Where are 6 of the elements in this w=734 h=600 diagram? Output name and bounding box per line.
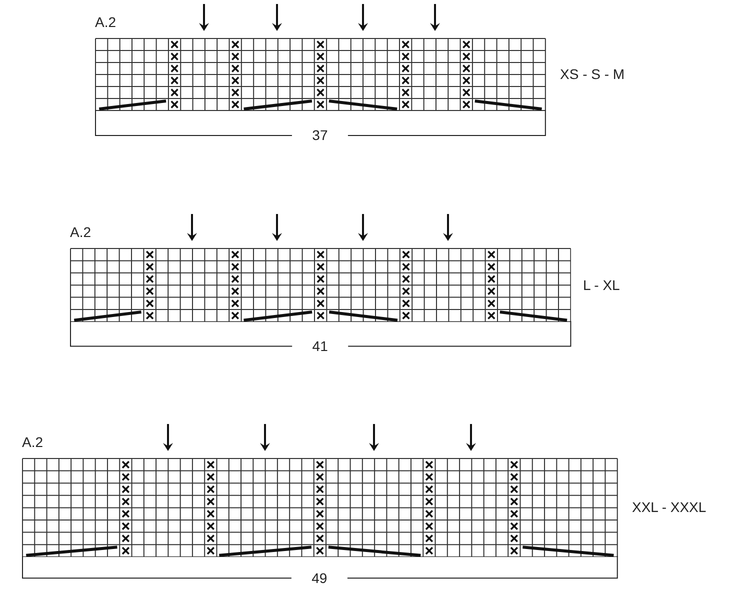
size-label: XS - S - M [560,66,625,82]
chart-label: A.2 [70,224,92,240]
size-label: XXL - XXXL [632,499,706,516]
chart-label: A.2 [95,14,116,30]
chart-label: A.2 [22,434,44,450]
size-label: L - XL [583,276,620,293]
